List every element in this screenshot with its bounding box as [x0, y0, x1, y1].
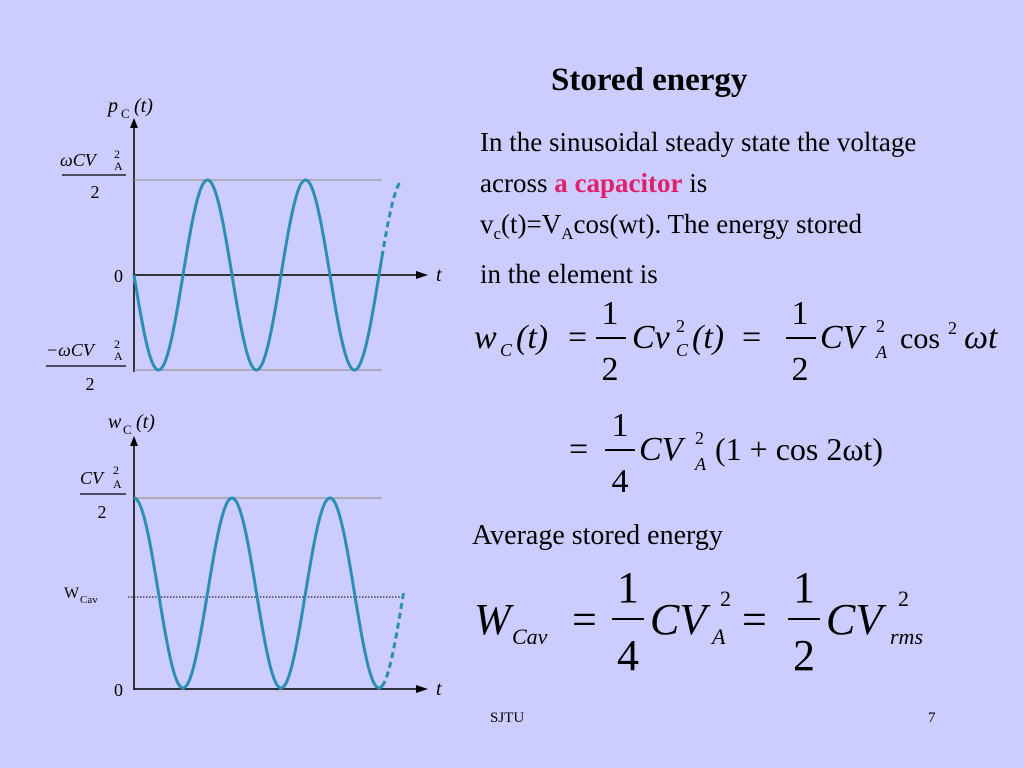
power-max-sub: A — [114, 159, 123, 173]
energy-zero: 0 — [114, 680, 123, 700]
eq3-sup: 2 — [720, 586, 731, 611]
eq1-supA: 2 — [876, 316, 885, 336]
eq3-equals: = — [572, 595, 597, 644]
eq2-den: 4 — [612, 463, 629, 496]
power-min-den: 2 — [86, 374, 95, 394]
eq1-num2: 1 — [792, 295, 809, 332]
eq3-subA: A — [710, 624, 726, 649]
capacitor-highlight: a capacitor — [554, 168, 683, 198]
eq1-den: 2 — [602, 351, 619, 388]
energy-max-num: CV — [80, 468, 105, 488]
energy-avg-sub: Cav — [80, 594, 98, 606]
eq1-subA: A — [875, 342, 888, 362]
power-energy-graphs: p C (t) t ωCV 2 A 2 0 −ωCV 2 A 2 w C (t)… — [46, 95, 442, 700]
eq1-equals2: = — [742, 319, 761, 356]
intro-paragraph: In the sinusoidal steady state the volta… — [480, 122, 980, 295]
energy-ylabel-sub: C — [123, 422, 132, 437]
footer-institution: SJTU — [490, 710, 525, 726]
eq3-den: 4 — [617, 631, 639, 680]
energy-xlabel: t — [436, 678, 442, 700]
energy-graph: w C (t) t CV 2 A 2 W Cav 0 — [64, 411, 442, 700]
energy-avg-W: W — [64, 585, 80, 602]
energy-equation: w C (t) = 1 2 Cv 2 C (t) = 1 2 CV 2 A co… — [474, 295, 999, 388]
eq1-cva: CV — [820, 319, 868, 356]
power-min-sub: A — [114, 349, 123, 363]
eq1-wt: ωt — [964, 319, 999, 356]
eq3-W: W — [474, 595, 514, 644]
energy-max-den: 2 — [98, 502, 107, 522]
eq2-sub: A — [694, 454, 707, 474]
power-max-den: 2 — [91, 182, 100, 202]
eq2-sup: 2 — [695, 428, 704, 448]
para-v: v — [480, 209, 494, 239]
power-ylabel: p — [106, 95, 118, 117]
energy-curve-continuation — [380, 589, 406, 688]
eq3-sup2: 2 — [898, 586, 909, 611]
eq3-num2: 1 — [793, 563, 815, 612]
power-graph: p C (t) t ωCV 2 A 2 0 −ωCV 2 A 2 — [46, 95, 442, 394]
eq1-w: w — [474, 319, 497, 356]
para-text-1: In the sinusoidal steady state the volta… — [480, 127, 917, 198]
energy-max-sup: 2 — [113, 463, 119, 477]
eq1-den2: 2 — [792, 351, 809, 388]
eq1-sup: 2 — [676, 316, 685, 336]
power-xlabel: t — [436, 264, 442, 286]
eq1-arg2: (t) — [692, 319, 724, 356]
average-energy-label: Average stored energy — [472, 520, 723, 551]
eq2-equals: = — [569, 431, 588, 468]
eq1-arg: (t) — [516, 319, 548, 356]
slide-title: Stored energy — [551, 62, 748, 98]
energy-max-sub: A — [113, 477, 122, 491]
para-mid: (t)=V — [501, 209, 562, 239]
power-min-num: −ωCV — [46, 340, 96, 360]
para-sub-A: A — [561, 224, 574, 243]
eq1-sub-c: C — [500, 340, 513, 360]
eq3-sub: Cav — [512, 624, 548, 649]
eq1-cos: cos — [900, 322, 940, 355]
eq2-cva: CV — [639, 431, 687, 468]
para-text-2: is — [682, 168, 708, 198]
eq2-rest: (1 + cos 2ωt) — [715, 431, 883, 467]
eq1-equals: = — [568, 319, 587, 356]
power-curve-continuation — [380, 179, 403, 258]
eq3-num: 1 — [617, 563, 639, 612]
energy-ylabel-arg: (t) — [136, 411, 155, 433]
power-max-num: ωCV — [60, 150, 98, 170]
eq3-cv2: CV — [826, 595, 887, 644]
eq3-cv: CV — [650, 595, 711, 644]
eq3-subrms: rms — [890, 624, 923, 649]
energy-equation-expanded: = 1 4 CV 2 A (1 + cos 2ωt) — [569, 407, 883, 496]
eq1-cos-sup: 2 — [948, 318, 957, 338]
para-sub-c: c — [493, 224, 502, 243]
average-energy-equation: W Cav = 1 4 CV 2 A = 1 2 CV 2 rms — [474, 563, 923, 680]
power-ylabel-arg: (t) — [134, 95, 153, 117]
para-end: cos(wt). The energy stored — [573, 209, 862, 239]
power-curve — [132, 178, 384, 372]
eq3-den2: 2 — [793, 631, 815, 680]
power-ylabel-sub: C — [121, 106, 130, 121]
energy-curve — [133, 496, 384, 690]
power-y-arrow — [130, 118, 138, 128]
eq3-equals2: = — [742, 595, 767, 644]
energy-y-arrow — [130, 436, 138, 446]
eq1-num: 1 — [602, 295, 619, 332]
eq1-sub-c2: C — [676, 340, 689, 360]
power-zero: 0 — [114, 266, 123, 286]
power-x-arrow — [416, 271, 428, 279]
eq1-cv: Cv — [632, 319, 671, 356]
para-line4: in the element is — [480, 259, 658, 289]
power-max-sup: 2 — [114, 147, 120, 161]
eq2-num: 1 — [612, 407, 629, 444]
page-number: 7 — [928, 710, 936, 726]
energy-ylabel: w — [108, 411, 122, 433]
power-min-sup: 2 — [114, 337, 120, 351]
energy-x-arrow — [416, 685, 428, 693]
